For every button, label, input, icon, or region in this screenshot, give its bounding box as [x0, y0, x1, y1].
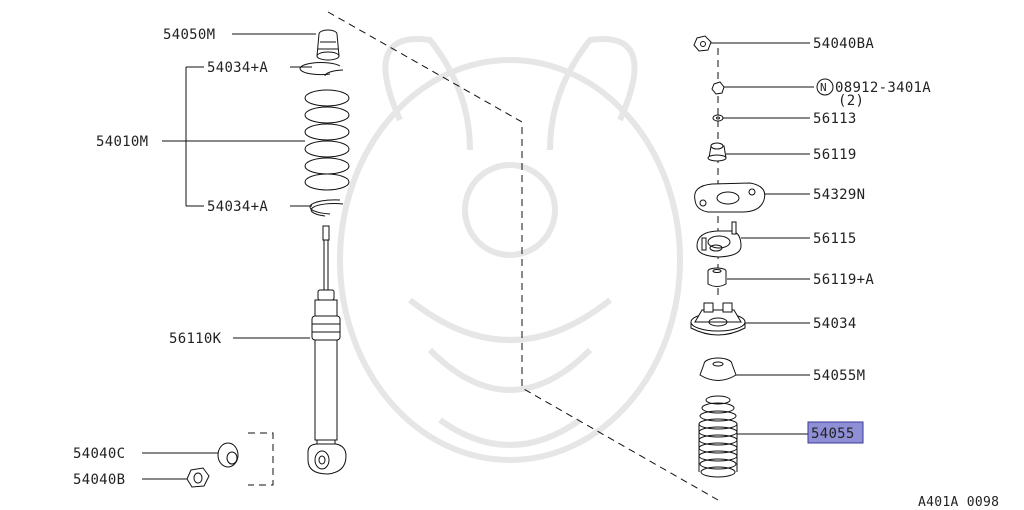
label-54040b[interactable]: 54040B — [73, 472, 125, 488]
part-56119a-bushing — [707, 267, 727, 287]
part-54329n-plate — [694, 182, 766, 213]
highlight-54055[interactable] — [807, 421, 864, 444]
label-54040c[interactable]: 54040C — [73, 446, 125, 462]
label-56110k[interactable]: 56110K — [169, 331, 222, 347]
n-circle-letter: N — [820, 81, 827, 94]
figure-code: A401A 0098 — [918, 495, 999, 510]
part-08912-nut — [711, 81, 725, 95]
n-circle-icon — [816, 78, 834, 96]
part-upper-spring-insulator — [299, 62, 344, 77]
part-labels: 54050M 54034+A 54010M 54034+A 56110K 540… — [73, 27, 999, 510]
label-56119a[interactable]: 56119+A — [813, 272, 874, 288]
label-54040ba[interactable]: 54040BA — [813, 36, 874, 52]
label-08912-qty: (2) — [838, 93, 864, 109]
part-56119-bushing — [707, 142, 727, 162]
label-54034a-top[interactable]: 54034+A — [207, 60, 268, 76]
part-56110k-shock-absorber — [307, 225, 347, 475]
label-54055m[interactable]: 54055M — [813, 368, 865, 384]
label-56119[interactable]: 56119 — [813, 147, 857, 163]
part-54050m-bump-stop — [316, 29, 340, 61]
bracket-54034a — [185, 66, 312, 207]
label-54050m[interactable]: 54050M — [163, 27, 215, 43]
label-54055[interactable]: 54055 — [811, 426, 855, 442]
part-54040c-bushing — [217, 442, 239, 468]
part-54040ba-nut — [693, 35, 712, 52]
part-lower-spring-insulator — [309, 199, 344, 217]
label-54034[interactable]: 54034 — [813, 316, 857, 332]
watermark-emblem — [337, 36, 683, 463]
label-54010m[interactable]: 54010M — [96, 134, 148, 150]
part-54040b-nut — [186, 467, 210, 488]
part-56115-mount — [696, 221, 742, 258]
label-08912-3401a[interactable]: 08912-3401A — [835, 80, 931, 96]
part-54034-seat — [690, 302, 746, 336]
label-54329n[interactable]: 54329N — [813, 187, 865, 203]
part-56113-washer — [712, 114, 724, 122]
label-56113[interactable]: 56113 — [813, 111, 857, 127]
label-54034a-bottom[interactable]: 54034+A — [207, 199, 268, 215]
part-54055-dust-boot — [698, 395, 738, 478]
label-56115[interactable]: 56115 — [813, 231, 857, 247]
part-54055m-bump-rubber — [699, 357, 737, 381]
part-54010m-coil-spring — [304, 89, 350, 191]
